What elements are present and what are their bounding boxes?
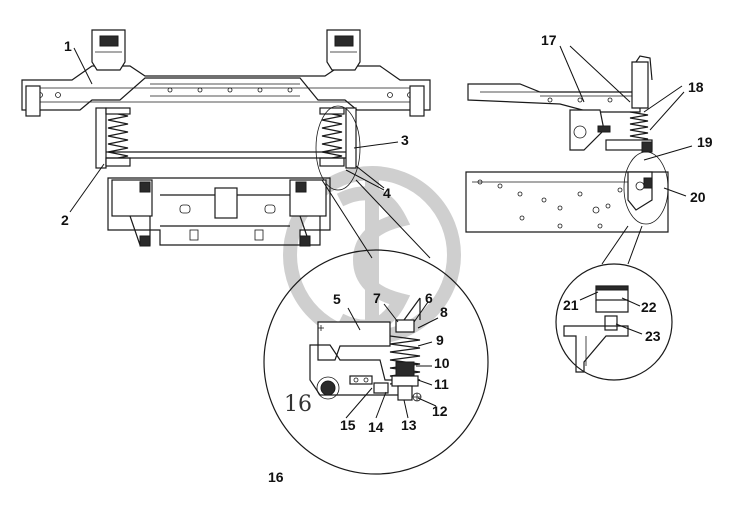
side-view-assembly (465, 45, 693, 265)
callout-19: 19 (697, 134, 713, 150)
callout-22: 22 (641, 299, 657, 315)
callout-6: 6 (425, 290, 433, 306)
callout-21: 21 (563, 297, 579, 313)
callout-2: 2 (61, 212, 69, 228)
mount-detail-view (555, 263, 673, 381)
detail-leaders-left (321, 179, 431, 259)
callout-8: 8 (440, 304, 448, 320)
callout-5: 5 (333, 291, 341, 307)
inner-label-16: 16 (284, 392, 312, 417)
callout-7: 7 (373, 290, 381, 306)
callout-13: 13 (401, 417, 417, 433)
callout-10: 10 (434, 355, 450, 371)
front-frame-assembly (21, 29, 431, 247)
callout-3: 3 (401, 132, 409, 148)
detail-callout-leaders (345, 301, 439, 419)
callout-1: 1 (64, 38, 72, 54)
callout-20: 20 (690, 189, 706, 205)
callout-4: 4 (383, 185, 391, 201)
callout-12: 12 (432, 403, 448, 419)
figure-number-16: 16 (268, 469, 284, 485)
callout-14: 14 (368, 419, 384, 435)
callout-15: 15 (340, 417, 356, 433)
callout-18: 18 (688, 79, 704, 95)
callout-23: 23 (645, 328, 661, 344)
front-callout-leaders (69, 47, 399, 213)
spring-detail-view (263, 249, 489, 475)
callout-11: 11 (434, 376, 449, 392)
callout-9: 9 (436, 332, 444, 348)
callout-17: 17 (541, 32, 557, 48)
